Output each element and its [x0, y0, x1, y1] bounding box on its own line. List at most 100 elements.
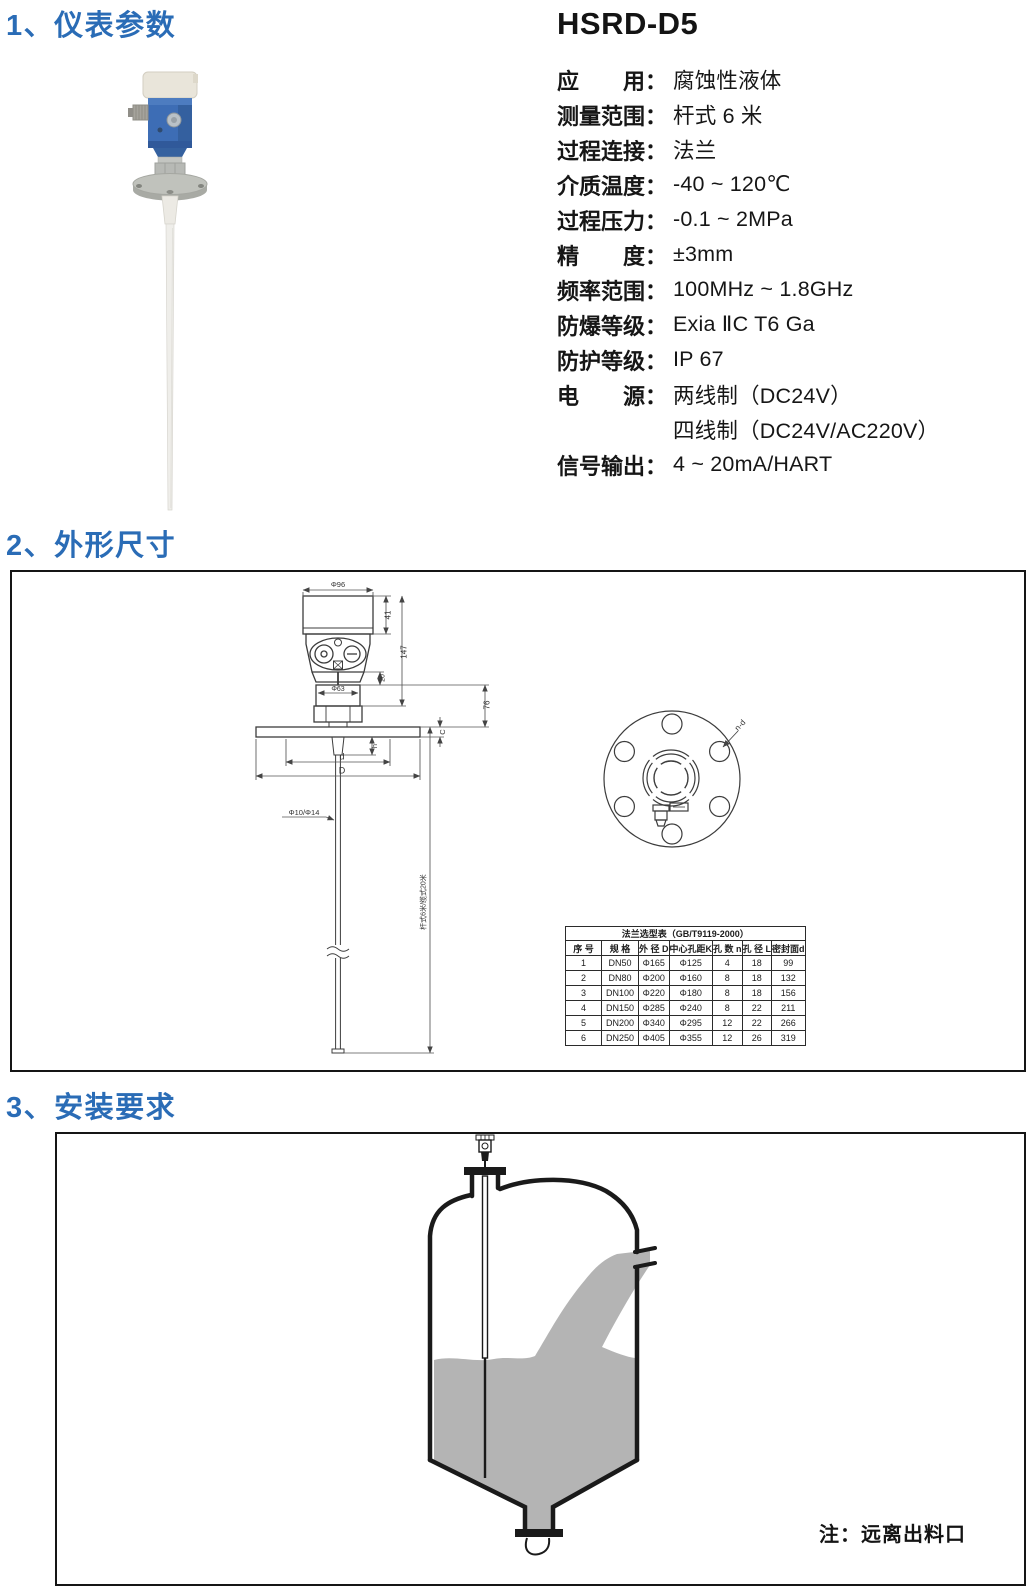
cell-k: Φ160 [668, 970, 714, 986]
spec-list: 应 用： 腐蚀性液体 测量范围： 杆式 6 米 过程连接： 法兰 介质温度： -… [557, 62, 939, 482]
cell-n: 4 [712, 955, 743, 971]
col-header-k: 中心孔距K [668, 940, 714, 956]
dim-body-height: 147 [400, 645, 409, 659]
section3-heading: 3、安装要求 [6, 1092, 177, 1124]
spec-value: 法兰 [673, 139, 717, 163]
col-header-n: 孔 数 n [712, 940, 743, 956]
spec-value: 腐蚀性液体 [673, 69, 782, 93]
spec-row: 过程压力： -0.1 ~ 2MPa [557, 202, 939, 237]
cell-spec: DN200 [601, 1015, 639, 1031]
cell-d: 156 [771, 985, 806, 1001]
flange-table-title: 法兰选型表（GB/T9119-2000） [565, 926, 806, 941]
bolt-hole [613, 795, 636, 818]
cell-n: 12 [712, 1015, 743, 1031]
col-header-d: 密封面d [771, 940, 806, 956]
cell-no: 6 [565, 1030, 602, 1046]
spec-label: 电 源： [557, 383, 668, 409]
col-header-l: 孔 径 L [741, 940, 773, 956]
flange-cable-gland [652, 802, 689, 827]
dim-thread-dia: Φ63 [331, 686, 344, 693]
flange-disc [132, 173, 208, 201]
spec-value: -40 ~ 120℃ [673, 172, 791, 196]
flange-table-row: 3 DN100 Φ220 Φ180 8 18 156 [565, 985, 806, 1001]
dim-cap-height: 41 [384, 610, 393, 619]
spec-row: 应 用： 腐蚀性液体 [557, 62, 939, 97]
dimension-labels: Φ96 41 147 20 Φ63 76 C h d D Φ10/Φ14 杆式6… [289, 580, 492, 930]
spec-row: 频率范围： 100MHz ~ 1.8GHz [557, 272, 939, 307]
cell-od: Φ220 [638, 985, 670, 1001]
sensor-cap [142, 71, 198, 99]
cell-no: 2 [565, 970, 602, 986]
cell-d: 211 [771, 1000, 806, 1016]
dim-c: C [438, 729, 447, 735]
spec-label: 防爆等级： [557, 313, 668, 339]
cell-no: 3 [565, 985, 602, 1001]
bolt-hole [708, 795, 731, 818]
spec-label: 频率范围： [557, 278, 668, 304]
spec-value: Exia ⅡC T6 Ga [673, 312, 815, 336]
material-fill [434, 1250, 650, 1529]
spec-row: 防护等级： IP 67 [557, 342, 939, 377]
cell-od: Φ165 [638, 955, 670, 971]
tank-outline [427, 1172, 640, 1534]
cell-d: 132 [771, 970, 806, 986]
product-photo [128, 71, 208, 511]
bolt-hole [661, 823, 683, 845]
spec-value: IP 67 [673, 347, 724, 371]
bolt-hole [613, 740, 636, 763]
cell-l: 22 [741, 1015, 773, 1031]
cell-k: Φ295 [668, 1015, 714, 1031]
device-front-view [255, 595, 421, 1054]
spec-row: 介质温度： -40 ~ 120℃ [557, 167, 939, 202]
cell-d: 266 [771, 1015, 806, 1031]
dim-neck-height: 20 [380, 674, 387, 682]
cell-spec: DN150 [601, 1000, 639, 1016]
dimension-lines [255, 587, 489, 1054]
dim-D: D [339, 766, 346, 776]
cell-k: Φ125 [668, 955, 714, 971]
rod-break-symbol [326, 945, 350, 959]
spec-label: 信号输出： [557, 453, 668, 479]
spec-value: 4 ~ 20mA/HART [673, 452, 833, 476]
dim-d: d [339, 752, 344, 762]
flange-spec-table: 法兰选型表（GB/T9119-2000） 序 号 规 格 外 径 D 中心孔距K… [565, 926, 806, 1046]
spec-value: 100MHz ~ 1.8GHz [673, 277, 854, 301]
cell-k: Φ240 [668, 1000, 714, 1016]
col-header-od: 外 径 D [638, 940, 670, 956]
spec-value: ±3mm [673, 242, 734, 266]
spec-value: 两线制（DC24V） [673, 384, 852, 408]
cell-spec: DN80 [601, 970, 639, 986]
cell-spec: DN250 [601, 1030, 639, 1046]
cell-od: Φ405 [638, 1030, 670, 1046]
cell-no: 4 [565, 1000, 602, 1016]
cell-k: Φ355 [668, 1030, 714, 1046]
spec-label: 应 用： [557, 68, 668, 94]
cell-n: 8 [712, 970, 743, 986]
spec-row: 电 源： 两线制（DC24V） [557, 377, 939, 412]
display-window [309, 637, 367, 671]
dimension-drawing-frame: Φ96 41 147 20 Φ63 76 C h d D Φ10/Φ14 杆式6… [10, 570, 1026, 1072]
col-header-no: 序 号 [565, 940, 602, 956]
dimension-drawing: Φ96 41 147 20 Φ63 76 C h d D Φ10/Φ14 杆式6… [255, 580, 747, 1054]
dim-h: h [370, 744, 379, 748]
installation-note: 注：远离出料口 [819, 1524, 966, 1546]
inlet-pipe [633, 1246, 657, 1269]
flange-side-view [255, 726, 421, 738]
cell-k: Φ180 [668, 985, 714, 1001]
flange-top-view [603, 710, 741, 848]
cell-l: 18 [741, 955, 773, 971]
cell-l: 18 [741, 985, 773, 1001]
cell-od: Φ285 [638, 1000, 670, 1016]
spec-value: -0.1 ~ 2MPa [673, 207, 793, 231]
probe-rod [161, 195, 179, 511]
spec-row: 精 度： ±3mm [557, 237, 939, 272]
section2-heading: 2、外形尺寸 [6, 530, 177, 562]
sensor-glyph [475, 1134, 495, 1167]
spec-label: 过程压力： [557, 208, 668, 234]
mounting-flange [464, 1167, 506, 1175]
cell-n: 8 [712, 985, 743, 1001]
spec-row: 过程连接： 法兰 [557, 132, 939, 167]
flange-table-row: 1 DN50 Φ165 Φ125 4 18 99 [565, 955, 806, 971]
spec-row: 四线制（DC24V/AC220V） [557, 412, 939, 447]
spec-label: 精 度： [557, 243, 668, 269]
